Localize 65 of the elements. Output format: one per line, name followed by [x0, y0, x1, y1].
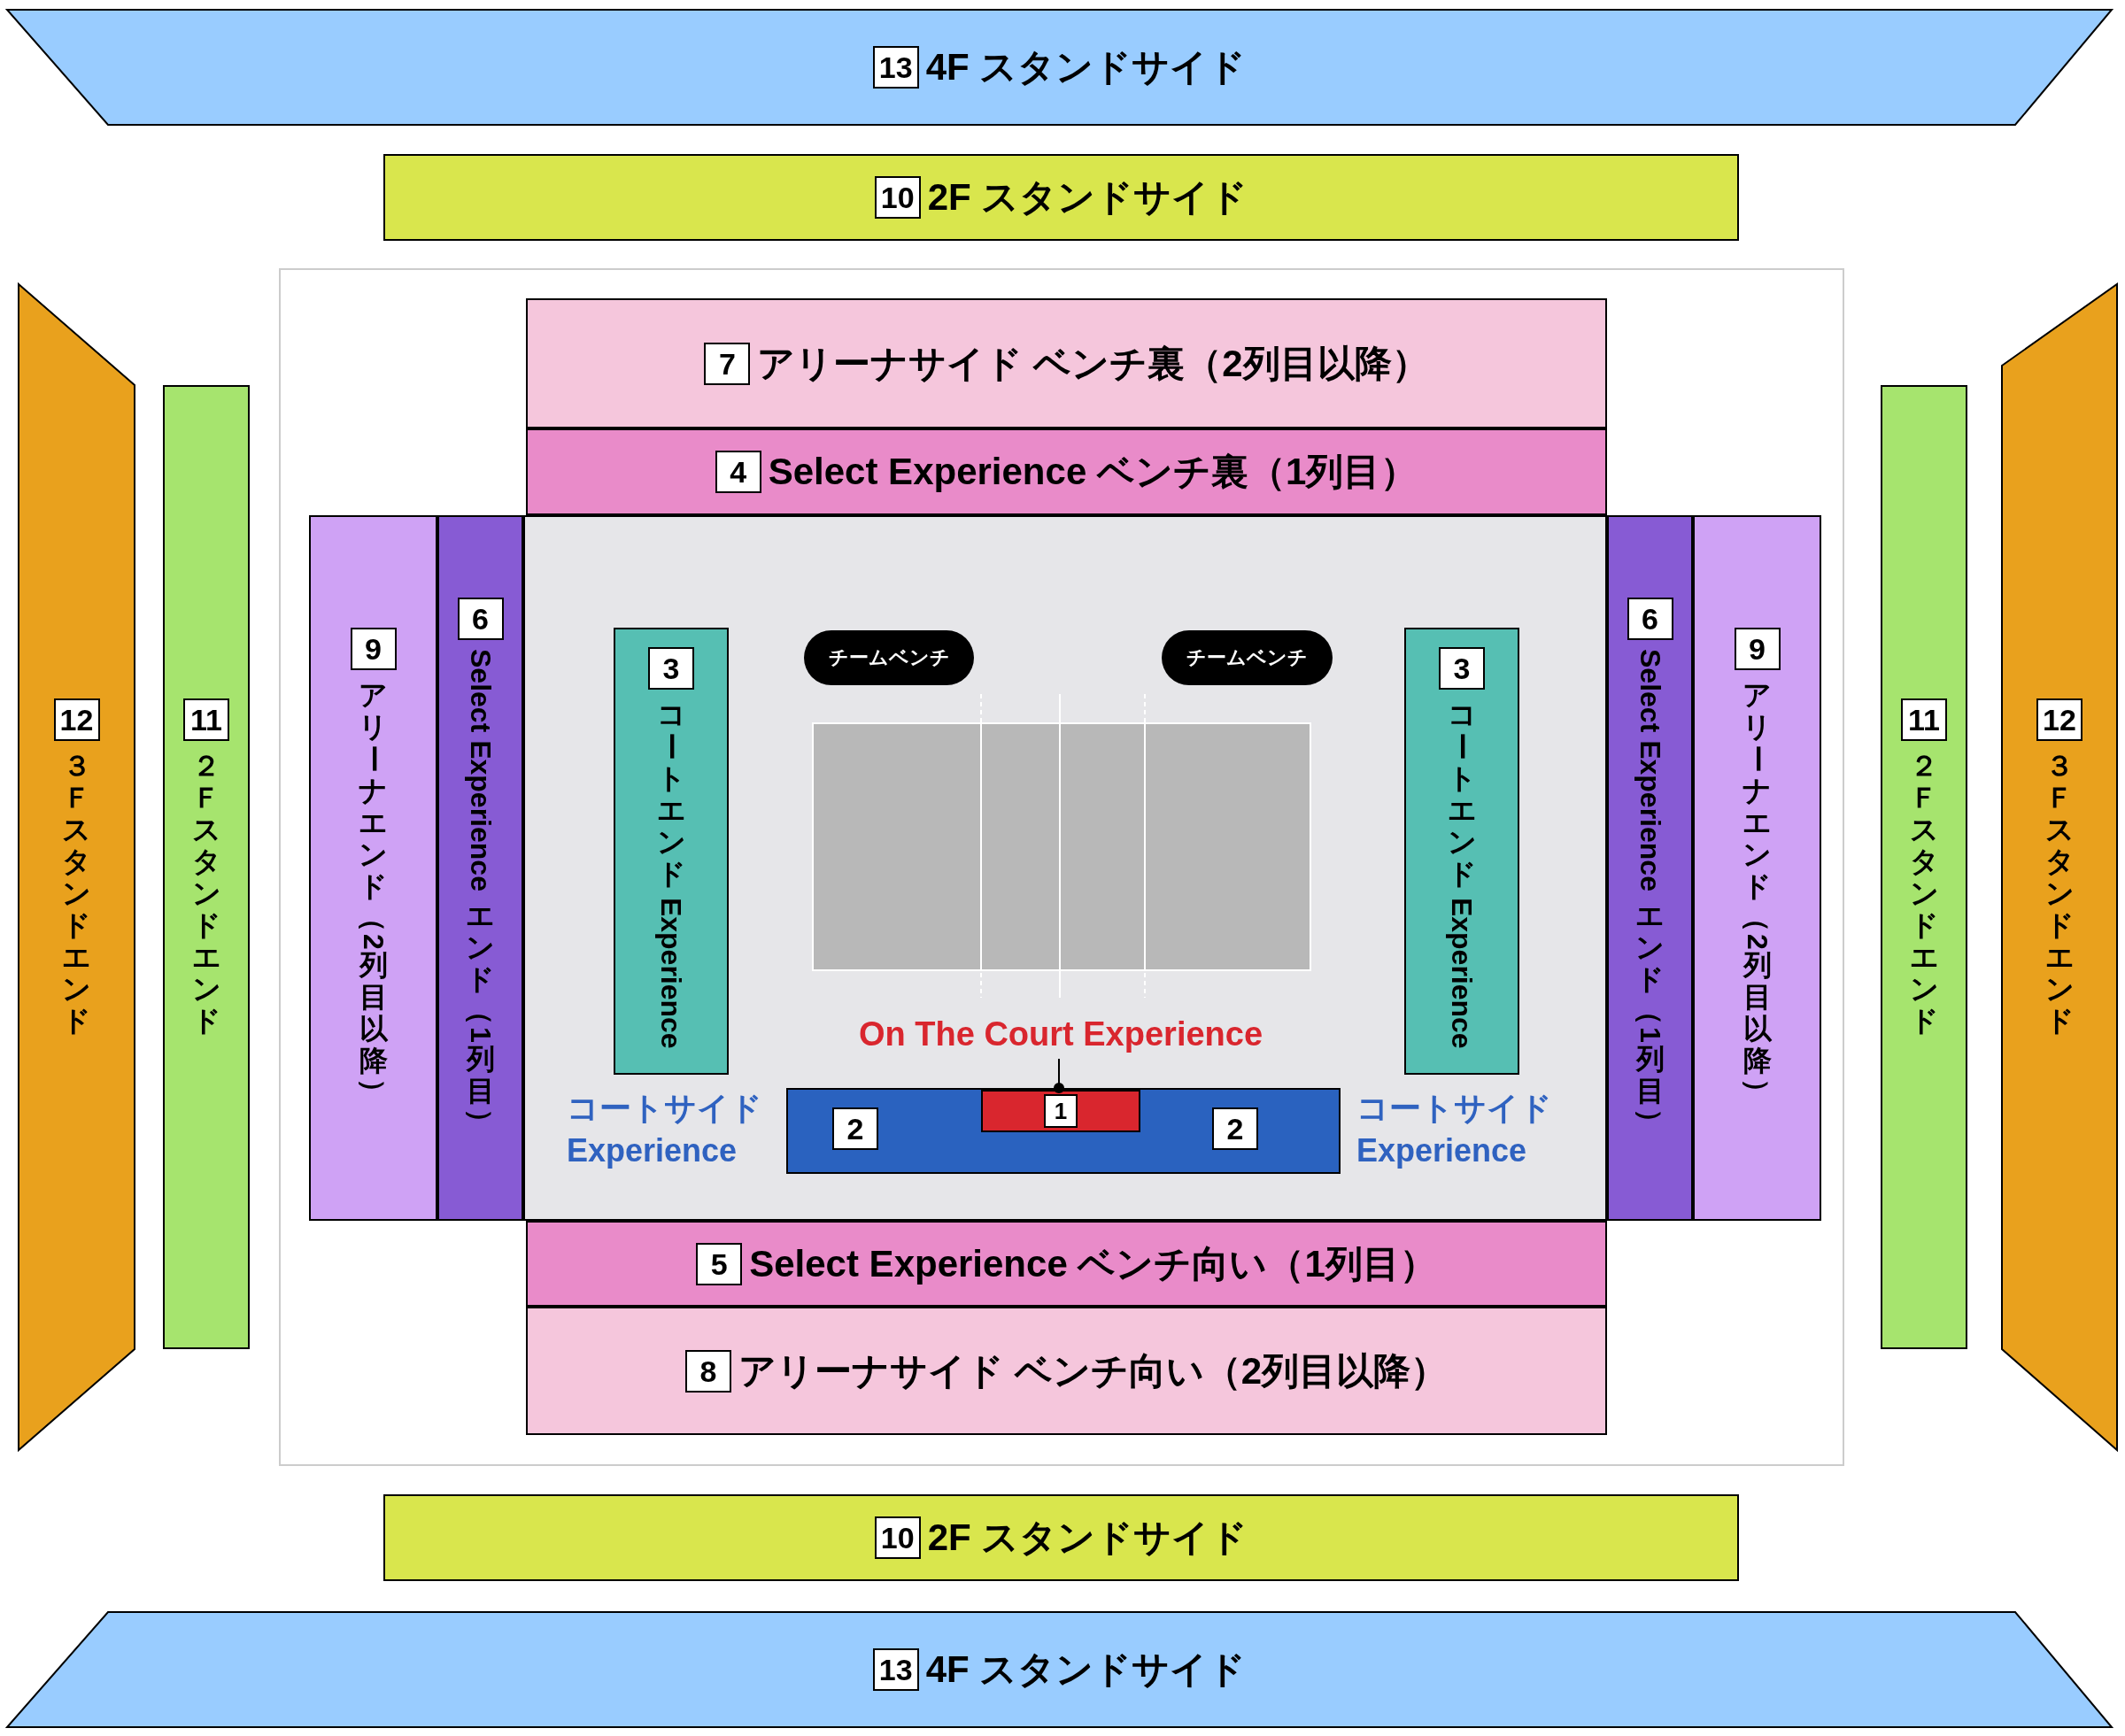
section-label: 4F スタンドサイド	[925, 45, 1247, 89]
section-number: 12	[2036, 698, 2082, 741]
seating-block	[1607, 515, 1693, 1221]
seating-block	[383, 1494, 1739, 1581]
section-number: 13	[872, 46, 919, 89]
section-label: 2F スタンドサイド	[927, 175, 1248, 220]
seating-block	[7, 1612, 2112, 1727]
section-number: 11	[183, 698, 229, 741]
bench-label: チームベンチ	[828, 645, 950, 670]
section-number: 9	[1734, 627, 1781, 670]
seating-block	[786, 1088, 1341, 1174]
seating-block	[7, 10, 2112, 125]
section-number: 9	[350, 627, 397, 670]
seating-block	[19, 284, 135, 1450]
section-number: 4	[715, 451, 761, 493]
seating-block	[309, 515, 437, 1221]
section-number: 13	[872, 1648, 919, 1691]
section-number: 12	[53, 698, 100, 741]
seating-block	[383, 154, 1739, 241]
section-number: 3	[648, 647, 694, 690]
section-number: 6	[1627, 598, 1673, 641]
leader-line	[1054, 1058, 1064, 1093]
seating-block	[1404, 628, 1519, 1075]
section-number: 5	[696, 1242, 743, 1285]
seating-block	[614, 628, 729, 1075]
section-number: 10	[874, 176, 921, 219]
section-label: ３Ｆスタンドエンド	[62, 749, 91, 1037]
section-label: コートエンド Experience	[1446, 698, 1478, 1049]
section-label: Select Experience ベンチ裏（1列目）	[768, 450, 1418, 494]
seating-block	[163, 385, 250, 1349]
section-label: 2F スタンドサイド	[927, 1516, 1248, 1560]
seating-block	[1693, 515, 1821, 1221]
seating-block	[526, 298, 1607, 428]
section-label: アリーナサイド ベンチ向い（2列目以降）	[738, 1348, 1448, 1393]
section-number: 11	[1901, 698, 1947, 741]
section-number: 7	[704, 342, 751, 385]
section-label: ２Ｆスタンドエンド	[1909, 749, 1939, 1037]
section-number: 1	[1044, 1094, 1078, 1128]
section-label: アリーナエンド（2列目以降）	[1741, 678, 1773, 1109]
zone-label: コートサイド Experience	[567, 1089, 763, 1170]
section-number: 2	[1212, 1107, 1258, 1150]
section-label: 4F スタンドサイド	[925, 1647, 1247, 1692]
seating-block	[437, 515, 523, 1221]
section-label: アリーナエンド（2列目以降）	[357, 678, 390, 1109]
section-label: Select Experience エンド（1列目）	[464, 649, 497, 1138]
section-number: 6	[457, 598, 504, 641]
section-number: 10	[874, 1516, 921, 1559]
seating-block	[526, 1221, 1607, 1307]
section-label: ３Ｆスタンドエンド	[2044, 749, 2075, 1037]
section-number: 3	[1439, 647, 1485, 690]
seating-block	[981, 1090, 1140, 1132]
seating-block	[526, 428, 1607, 515]
section-number: 8	[685, 1349, 731, 1393]
section-number: 2	[832, 1107, 878, 1150]
section-label: Select Experience ベンチ向い（1列目）	[749, 1241, 1437, 1286]
zone-label: コートサイド Experience	[1356, 1089, 1553, 1170]
section-label: コートエンド Experience	[655, 698, 687, 1049]
section-label: アリーナサイド ベンチ裏（2列目以降）	[757, 341, 1429, 386]
section-label: Select Experience エンド（1列目）	[1634, 649, 1666, 1138]
seating-block	[526, 1307, 1607, 1435]
zone-label: On The Court Experience	[858, 1015, 1263, 1053]
seating-block	[1881, 385, 1967, 1349]
section-label: ２Ｆスタンドエンド	[191, 749, 221, 1037]
bench-label: チームベンチ	[1186, 645, 1308, 670]
seating-block	[2002, 284, 2117, 1450]
